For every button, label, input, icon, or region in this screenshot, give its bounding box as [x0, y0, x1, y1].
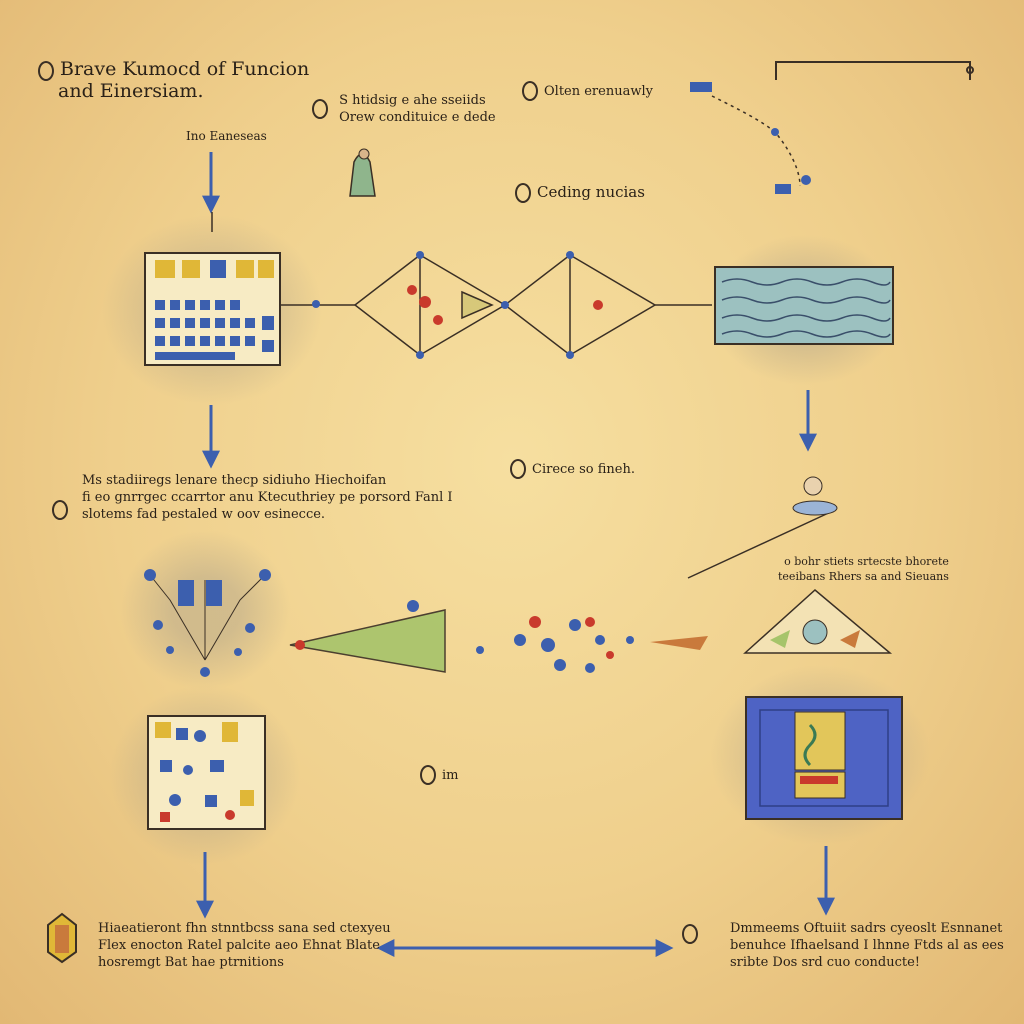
prism-triangle-icon: [743, 589, 893, 654]
mid-left-line-2: fi eo gnrrgec ccarrtor anu Ktecuthriey p…: [82, 490, 453, 505]
bottom-right-line-3: sribte Dos srd cuo conducte!: [730, 955, 921, 970]
bottom-left-line-1: Hiaeatieront fhn stnntbcss sana sed ctex…: [98, 921, 391, 936]
network-diamond-icon: [312, 251, 657, 359]
circle-marker-icon: [510, 458, 526, 479]
circle-marker-icon: [38, 60, 54, 81]
mid-right-line-1: o bohr stiets srtecste bhorete: [784, 555, 949, 568]
top-bracket: [775, 61, 974, 80]
dish-figure-icon: [792, 476, 838, 516]
collage-panel-icon: [147, 715, 266, 830]
top-center-line-2: Orew condituice e dede: [339, 110, 496, 125]
top-center-line-1: S htidsig e ahe sseiids: [339, 93, 486, 108]
circle-marker-icon: [682, 924, 698, 944]
bottom-left-line-2: Flex enocton Ratel palcite aeo Ehnat Bla…: [98, 938, 380, 953]
mid-left-paragraph: Ms stadiiregs lenare thecp sidiuho Hiech…: [50, 472, 453, 523]
mid-right-paragraph: o bohr stiets srtecste bhorete teeibans …: [778, 554, 949, 584]
top-right-label: Olten erenuawly: [522, 80, 653, 101]
circle-marker-icon: [515, 182, 531, 203]
wave-panel-icon: [714, 266, 894, 345]
keyboard-panel-icon: [144, 252, 281, 366]
middle-right-text: Cirece so fineh.: [532, 462, 635, 477]
mid-left-line-1: Ms stadiiregs lenare thecp sidiuho Hiech…: [82, 473, 387, 488]
bottom-right-line-2: benuhce Ifhaelsand I lhnne Ftds al as ee…: [730, 938, 1004, 953]
circle-marker-icon: [522, 80, 538, 101]
bottom-center-label: im: [420, 764, 459, 785]
title-line-1: Brave Kumocd of Funcion: [60, 58, 310, 80]
top-right-text: Olten erenuawly: [544, 84, 653, 99]
cluster-tree-icon: [144, 569, 271, 677]
mid-left-line-3: slotems fad pestaled w oov esinecce.: [82, 507, 326, 522]
bottom-center-text: im: [442, 768, 459, 783]
dotted-trail: [690, 82, 811, 194]
bottom-left-paragraph: Hiaeatieront fhn stnntbcss sana sed ctex…: [98, 920, 391, 971]
funnel-triangle-icon: [289, 600, 446, 673]
title-line-2: and Einersiam.: [58, 80, 204, 102]
bottom-left-line-3: hosremgt Bat hae ptrnitions: [98, 955, 284, 970]
circle-marker-icon: [312, 99, 328, 119]
center-heading-text: Ceding nucias: [537, 183, 645, 201]
main-title: Brave Kumocd of Funcion: [38, 58, 309, 81]
framed-blue-panel-icon: [745, 696, 903, 820]
circle-marker-icon: [420, 764, 436, 785]
scholar-figure-icon: [349, 148, 376, 197]
bottom-right-line-1: Dmmeems Oftuiit sadrs cyeoslt Esnnanet: [730, 921, 1003, 936]
bottom-right-paragraph: Dmmeems Oftuiit sadrs cyeoslt Esnnanet b…: [682, 920, 1004, 971]
center-heading: Ceding nucias: [515, 182, 645, 203]
circle-marker-icon: [52, 500, 68, 520]
mid-right-line-2: teeibans Rhers sa and Sieuans: [778, 570, 949, 583]
flow-arrows: [196, 152, 835, 957]
small-heading: Ino Eaneseas: [186, 129, 267, 143]
dot-cloud-icon: [476, 616, 708, 673]
middle-right-label: Cirece so fineh.: [510, 458, 635, 479]
top-center-label: S htidsig e ahe sseiids Orew condituice …: [312, 92, 496, 126]
shield-icon: [47, 912, 77, 964]
